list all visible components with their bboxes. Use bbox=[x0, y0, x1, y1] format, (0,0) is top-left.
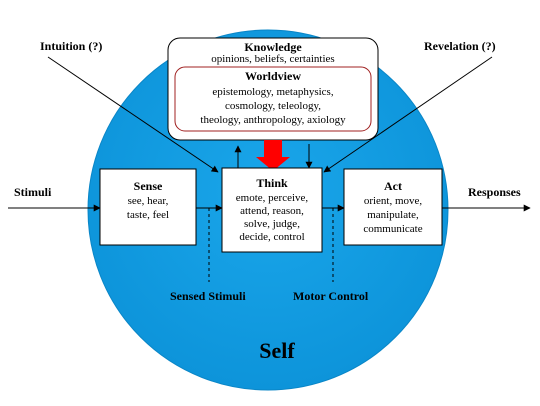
act-title: Act bbox=[384, 179, 402, 193]
sense-title: Sense bbox=[134, 179, 163, 193]
worldview-red-arrow bbox=[256, 140, 290, 171]
think-line-3: solve, judge, bbox=[244, 218, 300, 230]
worldview-line-3: theology, anthropology, axiology bbox=[200, 114, 346, 126]
worldview-line-2: cosmology, teleology, bbox=[225, 100, 321, 112]
act-line-1: orient, move, bbox=[364, 195, 423, 207]
worldview-box bbox=[174, 66, 372, 132]
act-line-2: manipulate, bbox=[367, 209, 419, 221]
self-label: Self bbox=[259, 338, 295, 363]
think-line-1: emote, perceive, bbox=[236, 192, 309, 204]
think-line-4: decide, control bbox=[239, 231, 304, 243]
worldview-line-1: epistemology, metaphysics, bbox=[212, 86, 333, 98]
sense-line-1: see, hear, bbox=[128, 195, 169, 207]
act-box bbox=[343, 168, 443, 246]
act-line-3: communicate bbox=[363, 223, 422, 235]
sense-line-2: taste, feel bbox=[127, 209, 169, 221]
revelation-label: Revelation (?) bbox=[424, 39, 496, 53]
sense-box bbox=[99, 168, 197, 246]
responses-label: Responses bbox=[468, 185, 521, 199]
think-title: Think bbox=[256, 176, 288, 190]
stimuli-label: Stimuli bbox=[14, 185, 52, 199]
revelation-arrow bbox=[323, 56, 493, 173]
think-box bbox=[221, 167, 323, 253]
motor-control-label: Motor Control bbox=[293, 289, 369, 303]
intuition-label: Intuition (?) bbox=[40, 39, 102, 53]
worldview-title: Worldview bbox=[245, 69, 301, 83]
think-line-2: attend, reason, bbox=[240, 205, 304, 217]
knowledge-subtitle: opinions, beliefs, certainties bbox=[211, 53, 334, 65]
sensed-stimuli-label: Sensed Stimuli bbox=[170, 289, 246, 303]
knowledge-title: Knowledge bbox=[244, 40, 302, 54]
intuition-arrow bbox=[47, 56, 219, 173]
